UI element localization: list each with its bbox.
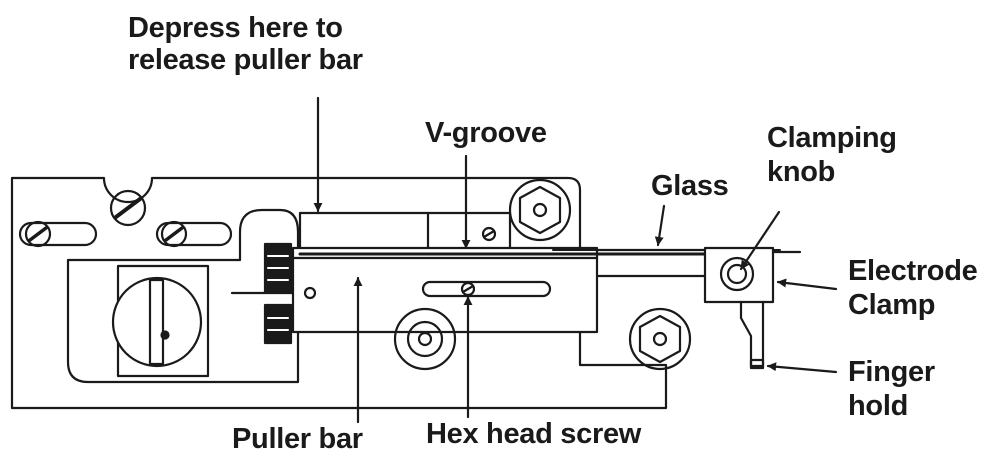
top-plate <box>298 211 512 251</box>
middle-slot <box>155 221 233 247</box>
lower-wheel-right <box>628 307 692 371</box>
leader-clamping-knob <box>739 210 781 271</box>
top-plate-screw <box>481 226 497 242</box>
label-puller-bar: Puller bar <box>232 423 363 455</box>
clamping-knob <box>719 256 755 292</box>
left-slot-screw <box>24 220 52 248</box>
electrode-clamp-block <box>703 246 775 304</box>
left-slot <box>18 221 98 247</box>
leader-electrode-clamp <box>776 278 838 291</box>
label-depress-line2: release puller bar <box>128 44 363 76</box>
middle-slot-screw <box>160 220 188 248</box>
hex-head-screw <box>460 281 476 297</box>
label-v-groove: V-groove <box>425 117 547 149</box>
label-clamping-line1: Clamping <box>767 122 897 154</box>
label-electrode-line2: Clamp <box>848 289 936 321</box>
leader-glass <box>654 204 666 247</box>
label-electrode-line1: Electrode <box>848 255 978 287</box>
notch-screw <box>109 189 147 227</box>
label-depress-line1: Depress here to <box>128 12 343 44</box>
puller-bar <box>291 246 599 334</box>
label-finger-line1: Finger <box>848 356 935 388</box>
puller-bar-slot <box>421 280 552 298</box>
label-hex-head-screw: Hex head screw <box>426 418 642 450</box>
release-pad-bottom <box>263 303 293 345</box>
leader-finger-hold <box>766 362 838 374</box>
base-plate <box>10 176 668 410</box>
hex-nut-top <box>508 178 572 242</box>
finger-hold <box>739 300 765 368</box>
label-finger-line2: hold <box>848 390 909 422</box>
label-glass: Glass <box>651 170 729 202</box>
recess-bracket <box>66 208 300 384</box>
label-clamping-line2: knob <box>767 156 836 188</box>
lower-wheel-left <box>393 307 457 371</box>
